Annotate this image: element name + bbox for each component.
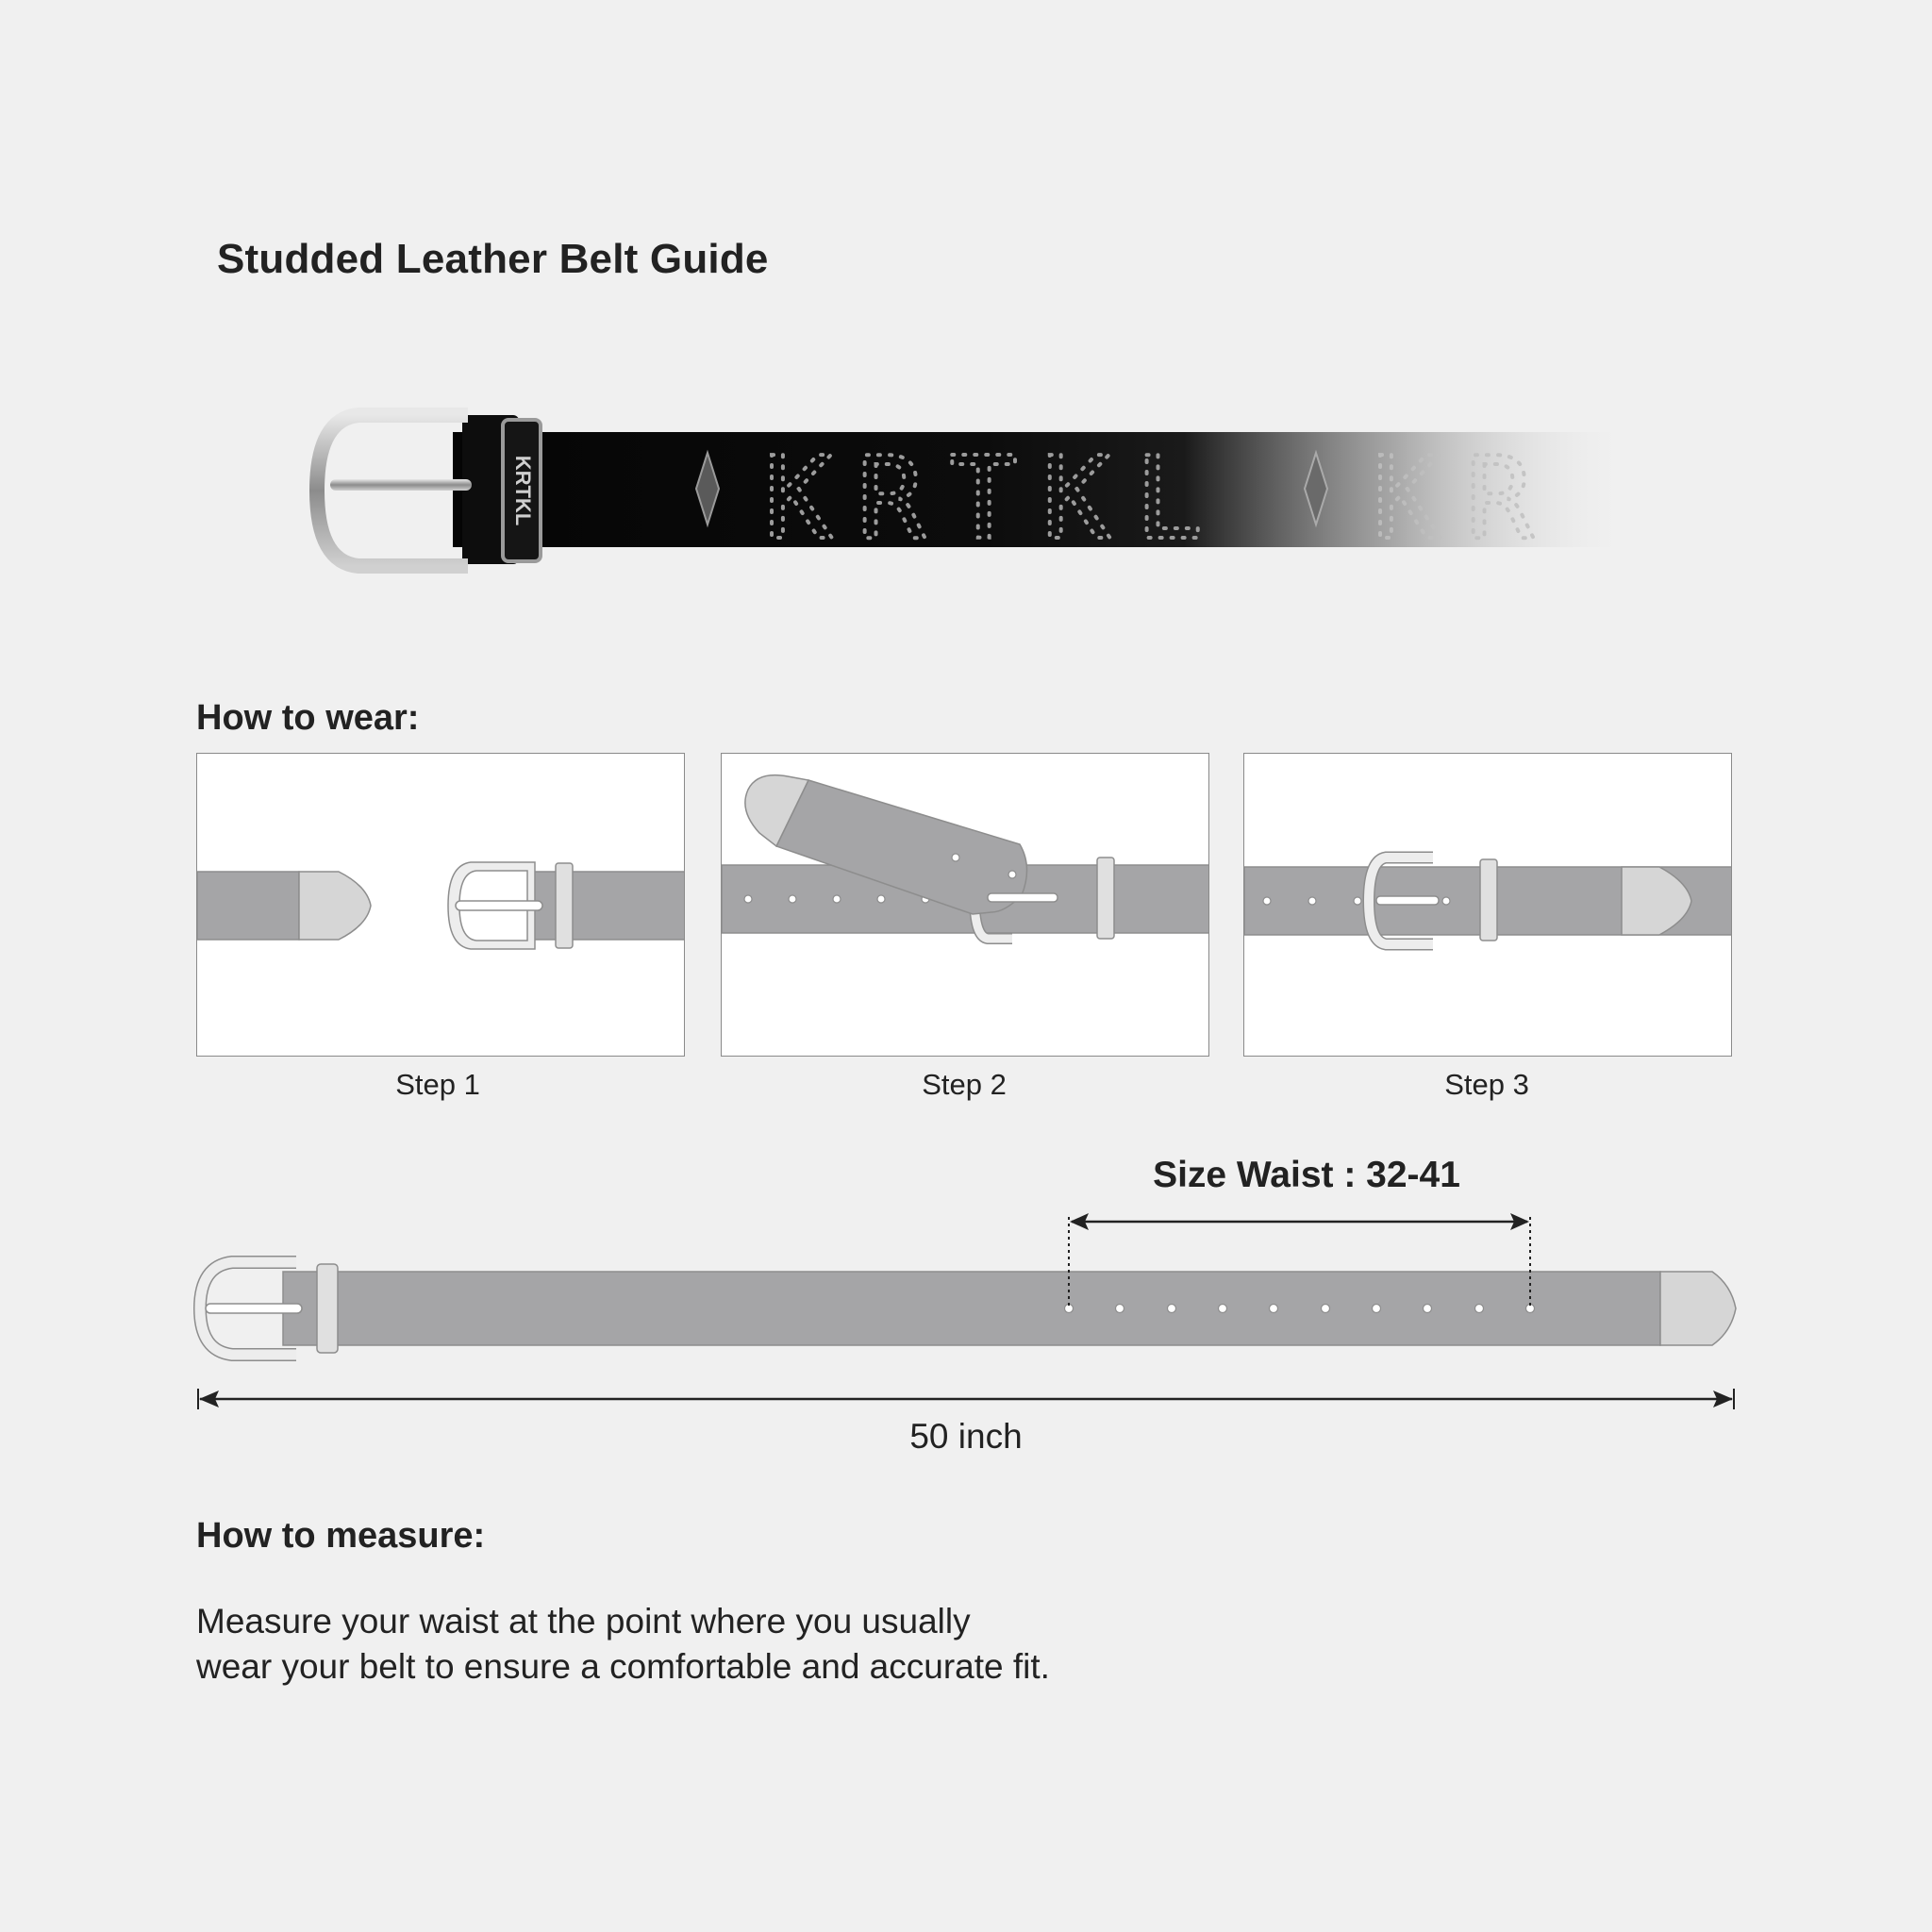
studded-text-faded: KR bbox=[1373, 434, 1558, 565]
page-title: Studded Leather Belt Guide bbox=[217, 236, 769, 282]
size-waist-label: Size Waist : 32-41 bbox=[1153, 1155, 1460, 1195]
arrow-left-icon bbox=[199, 1391, 219, 1407]
belt-tip bbox=[744, 774, 810, 848]
length-label: 50 inch bbox=[909, 1417, 1023, 1456]
arrow-left-icon bbox=[1070, 1213, 1089, 1230]
buckle-tongue bbox=[205, 1303, 303, 1314]
step-1-label: Step 1 bbox=[395, 1068, 480, 1101]
diamond-stud-icon bbox=[1303, 449, 1329, 528]
buckle-tongue bbox=[455, 900, 543, 911]
arrow-right-icon bbox=[1713, 1391, 1733, 1407]
measure-line-2: wear your belt to ensure a comfortable a… bbox=[196, 1647, 1050, 1686]
step-2-label: Step 2 bbox=[922, 1068, 1007, 1101]
buckle-tongue bbox=[330, 479, 472, 491]
keeper-loop bbox=[501, 418, 542, 563]
keeper-loop bbox=[1096, 857, 1115, 940]
step-3-label: Step 3 bbox=[1444, 1068, 1529, 1101]
step-3-panel bbox=[1243, 753, 1732, 1057]
keeper-loop bbox=[316, 1263, 339, 1354]
belt-tip bbox=[298, 871, 372, 941]
measure-instructions: Measure your waist at the point where yo… bbox=[196, 1599, 1517, 1690]
keeper-logo: KRTKL bbox=[511, 456, 535, 526]
keeper-loop bbox=[1479, 858, 1498, 941]
step-2-panel bbox=[721, 753, 1209, 1057]
how-to-measure-heading: How to measure: bbox=[196, 1516, 486, 1556]
step-1-panel bbox=[196, 753, 685, 1057]
leather-strap bbox=[453, 432, 1632, 547]
keeper-loop bbox=[555, 862, 574, 949]
studded-text: KRTKL bbox=[764, 434, 1227, 565]
buckle-frame bbox=[308, 408, 468, 574]
diamond-stud-icon bbox=[694, 449, 721, 528]
how-to-wear-heading: How to wear: bbox=[196, 698, 420, 738]
arrow-right-icon bbox=[1510, 1213, 1529, 1230]
belt-strap bbox=[282, 1271, 1661, 1346]
belt-tip bbox=[1621, 866, 1692, 936]
buckle-tongue bbox=[987, 892, 1058, 903]
measure-line-1: Measure your waist at the point where yo… bbox=[196, 1602, 971, 1641]
buckle-tongue bbox=[1375, 895, 1440, 906]
belt-holes bbox=[1063, 1303, 1536, 1314]
belt-tip bbox=[1659, 1271, 1737, 1346]
